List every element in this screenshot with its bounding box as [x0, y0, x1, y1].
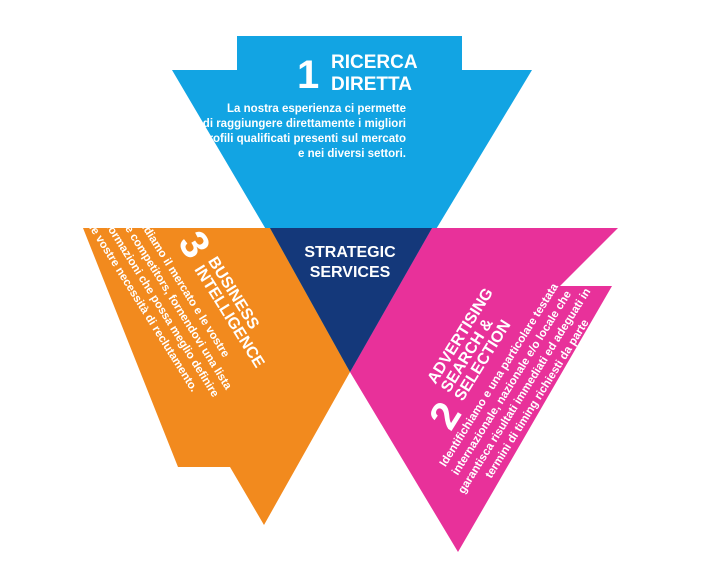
panel-1-shape [172, 36, 532, 372]
center-strategic-services: STRATEGIC SERVICES [270, 228, 432, 372]
panel-1-body-line-1: La nostra esperienza ci permette [227, 103, 406, 115]
panel-1-body-line-3: profili qualificati presenti sul mercato [202, 133, 407, 145]
panel-1-body-line-4: e nei diversi settori. [298, 148, 406, 160]
panel-1-title-line-1: RICERCA [331, 52, 418, 73]
panel-3-shape [83, 228, 350, 525]
center-line-2: SERVICES [310, 264, 391, 281]
panel-1-number: 1 [297, 53, 319, 97]
panel-1-title-line-2: DIRETTA [331, 74, 412, 95]
panel-business-intelligence: 3 BUSINESS INTELLIGENCE Studiamo il merc… [83, 193, 350, 525]
center-line-1: STRATEGIC [304, 244, 396, 261]
panel-2-shape [350, 228, 618, 552]
panel-ricerca-diretta: 1 RICERCA DIRETTA La nostra esperienza c… [172, 36, 532, 372]
panel-1-body-line-2: di raggiungere direttamente i migliori [203, 118, 406, 130]
center-shape [270, 228, 432, 372]
